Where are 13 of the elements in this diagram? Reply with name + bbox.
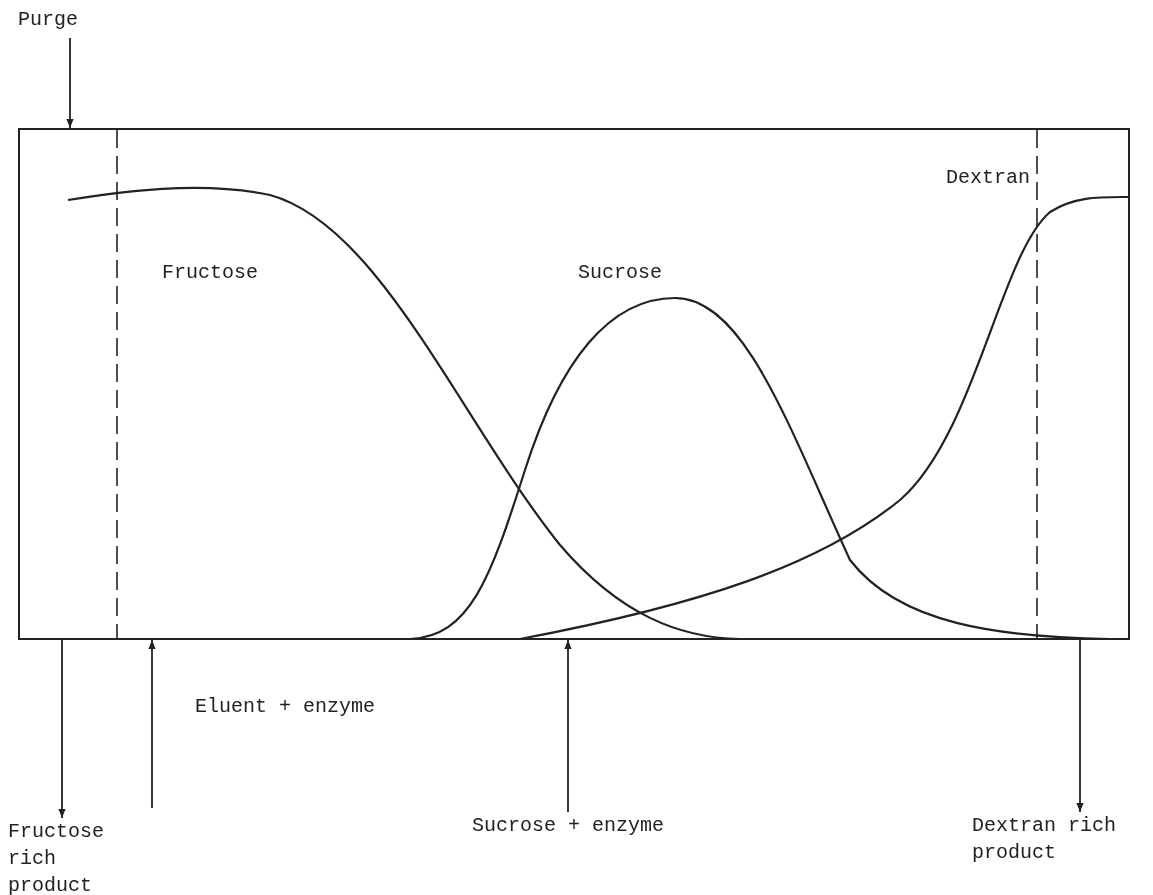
curve-label: Dextran (946, 165, 1030, 191)
inflow-label: Purge (18, 7, 79, 33)
curve-label: Fructose (162, 260, 258, 286)
outflow-label: Dextran rich product (972, 813, 1118, 866)
inflow-label: Sucrose + enzyme (472, 813, 666, 839)
outflow-label: Fructose rich product (8, 819, 105, 895)
arrow (58, 639, 66, 819)
curve-label: Sucrose (578, 260, 662, 286)
arrow (564, 639, 572, 813)
arrow (66, 37, 74, 129)
column-box (18, 128, 1130, 640)
arrow (1076, 639, 1084, 813)
arrow (148, 639, 156, 809)
